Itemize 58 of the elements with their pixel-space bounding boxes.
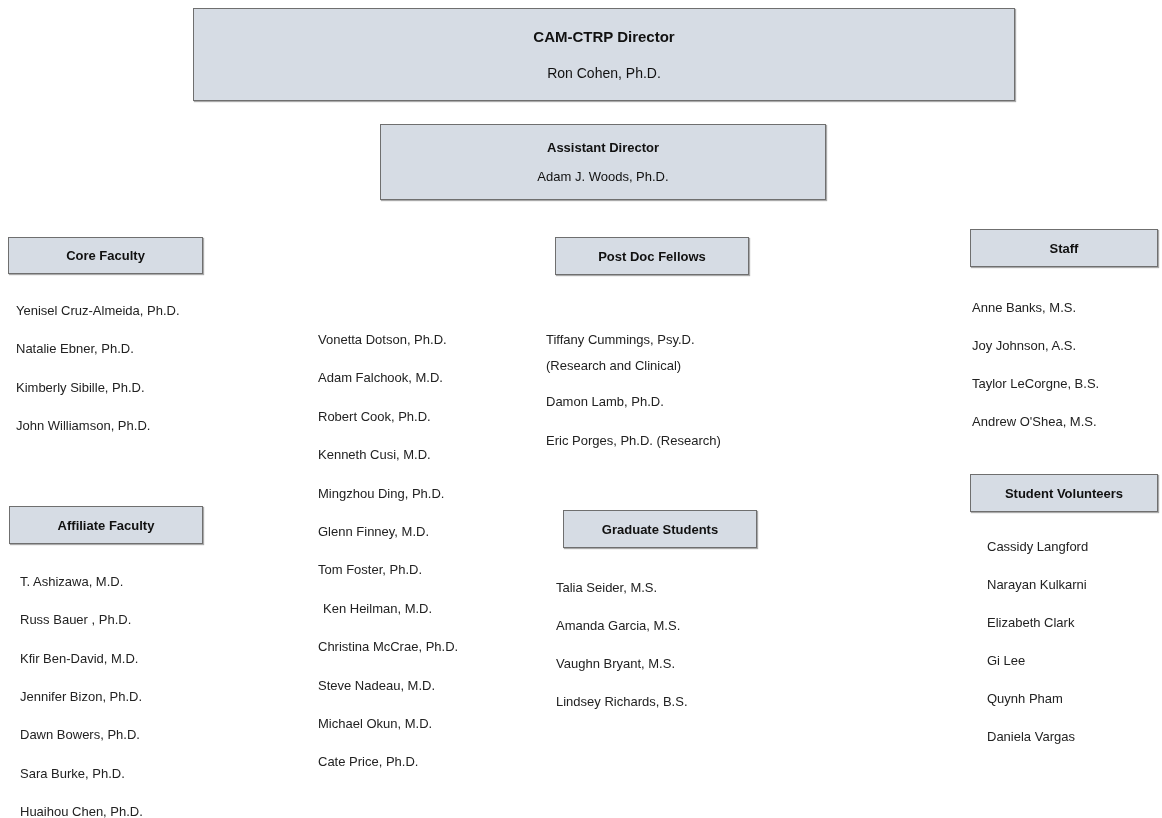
member-name: Robert Cook, Ph.D.	[318, 407, 431, 426]
member-name: Damon Lamb, Ph.D.	[546, 393, 664, 411]
member-name: Narayan Kulkarni	[987, 576, 1087, 594]
heading: Graduate Students	[601, 521, 719, 537]
member-name: Joy Johnson, A.S.	[972, 337, 1077, 355]
member-name: Gi Lee	[987, 652, 1026, 670]
group-header-box	[970, 229, 1158, 267]
member-name: T. Ashizawa, M.D.	[20, 573, 124, 591]
heading: Assistant Director	[547, 139, 659, 155]
member-name: Yenisel Cruz-Almeida, Ph.D.	[16, 302, 180, 320]
heading: Core Faculty	[66, 248, 145, 263]
member-name: Daniela Vargas	[987, 728, 1075, 746]
heading: Staff	[1049, 240, 1079, 256]
member-name: Cassidy Langford	[987, 538, 1089, 556]
position-box	[380, 124, 826, 200]
member-name: Kimberly Sibille, Ph.D.	[16, 378, 145, 397]
member-name: Vonetta Dotson, Ph.D.	[318, 331, 447, 349]
member-name: Mingzhou Ding, Ph.D.	[318, 484, 445, 503]
member-name: Ken Heilman, M.D.	[323, 599, 433, 618]
member-name: Tom Foster, Ph.D.	[318, 561, 423, 580]
member-name: Andrew O'Shea, M.S.	[972, 413, 1097, 431]
group-header-box	[970, 474, 1158, 512]
heading: Affiliate Faculty	[57, 517, 155, 533]
group-header-box	[9, 506, 203, 544]
member-name: Glenn Finney, M.D.	[318, 523, 430, 541]
member-name: Michael Okun, M.D.	[318, 715, 433, 733]
member-name: Kfir Ben-David, M.D.	[20, 649, 139, 668]
member-name: Christina McCrae, Ph.D.	[318, 638, 459, 657]
member-name: Taylor LeCorgne, B.S.	[972, 375, 1100, 393]
group-header-box	[8, 237, 203, 274]
member-name: Kenneth Cusi, M.D.	[318, 446, 431, 465]
member-name: Steve Nadeau, M.D.	[318, 676, 436, 695]
member-name: Anne Banks, M.S.	[972, 299, 1077, 317]
group-header-box	[555, 237, 749, 275]
person-name: Adam J. Woods, Ph.D.	[537, 169, 669, 185]
member-name: Eric Porges, Ph.D. (Research)	[546, 432, 721, 450]
member-name: Lindsey Richards, B.S.	[556, 693, 688, 711]
member-name: Elizabeth Clark	[987, 614, 1075, 632]
group-header-box	[563, 510, 757, 548]
member-name: Jennifer Bizon, Ph.D.	[20, 687, 143, 706]
member-name: Sara Burke, Ph.D.	[20, 764, 125, 783]
member-name: Russ Bauer , Ph.D.	[20, 611, 132, 630]
position-box	[193, 8, 1015, 101]
person-name: Ron Cohen, Ph.D.	[547, 64, 661, 81]
member-name: Natalie Ebner, Ph.D.	[16, 340, 134, 359]
member-name: John Williamson, Ph.D.	[16, 416, 151, 435]
member-name: Quynh Pham	[987, 690, 1063, 708]
member-name: Amanda Garcia, M.S.	[556, 617, 681, 635]
member-name: Cate Price, Ph.D.	[318, 753, 419, 772]
heading: CAM-CTRP Director	[533, 28, 675, 46]
heading: Post Doc Fellows	[598, 248, 706, 264]
member-name: Vaughn Bryant, M.S.	[556, 655, 675, 673]
member-name: Huaihou Chen, Ph.D.	[20, 802, 143, 818]
member-name: Dawn Bowers, Ph.D.	[20, 726, 140, 745]
heading: Student Volunteers	[1004, 485, 1124, 501]
member-name: Tiffany Cummings, Psy.D. (Research and Clinical)	[546, 331, 696, 375]
member-name: Adam Falchook, M.D.	[318, 369, 443, 388]
member-name: Talia Seider, M.S.	[556, 579, 658, 597]
